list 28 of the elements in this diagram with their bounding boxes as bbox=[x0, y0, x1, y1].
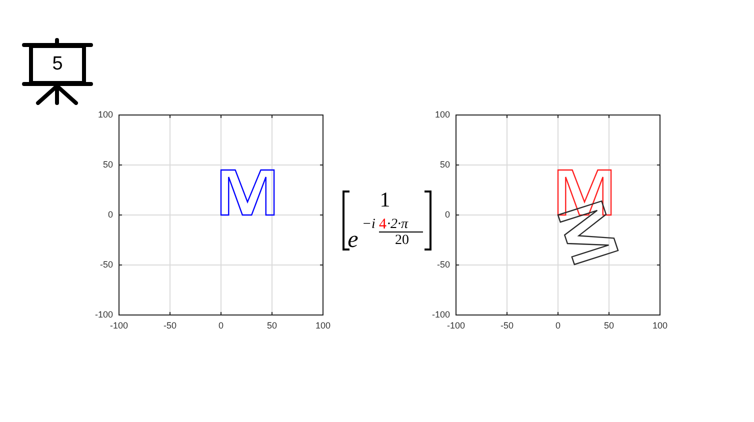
y-tick-label: 100 bbox=[434, 110, 450, 120]
x-tick-label: 0 bbox=[556, 322, 560, 330]
y-tick-label: -100 bbox=[432, 310, 450, 320]
y-tick-label: 0 bbox=[444, 210, 450, 220]
slide-number: 5 bbox=[52, 54, 63, 74]
exponent-term: 20 bbox=[395, 234, 409, 248]
matrix-entry: e bbox=[348, 228, 358, 252]
exponent-term: ·2·π bbox=[387, 218, 408, 232]
y-tick-label: 50 bbox=[102, 160, 113, 170]
x-tick-label: -100 bbox=[110, 322, 128, 330]
exponent-term: 4 bbox=[379, 218, 386, 232]
x-tick-label: 50 bbox=[604, 322, 614, 330]
x-tick-label: 100 bbox=[652, 322, 668, 330]
presentation-board bbox=[22, 38, 93, 87]
y-tick-label: -100 bbox=[94, 310, 113, 320]
x-tick-label: -50 bbox=[164, 322, 176, 330]
y-tick-label: 50 bbox=[440, 160, 450, 170]
y-tick-label: 0 bbox=[108, 210, 113, 220]
matrix-entry: 1 bbox=[380, 190, 390, 210]
x-tick-label: 0 bbox=[218, 322, 224, 330]
x-tick-label: 50 bbox=[267, 322, 277, 330]
x-tick-label: 100 bbox=[315, 322, 331, 330]
y-tick-label: -50 bbox=[436, 260, 450, 270]
y-tick-label: 100 bbox=[98, 110, 113, 120]
exponent-term: −i bbox=[362, 218, 376, 232]
x-tick-label: -50 bbox=[500, 322, 514, 330]
x-tick-label: -100 bbox=[447, 322, 465, 330]
y-tick-label: -50 bbox=[100, 260, 113, 270]
